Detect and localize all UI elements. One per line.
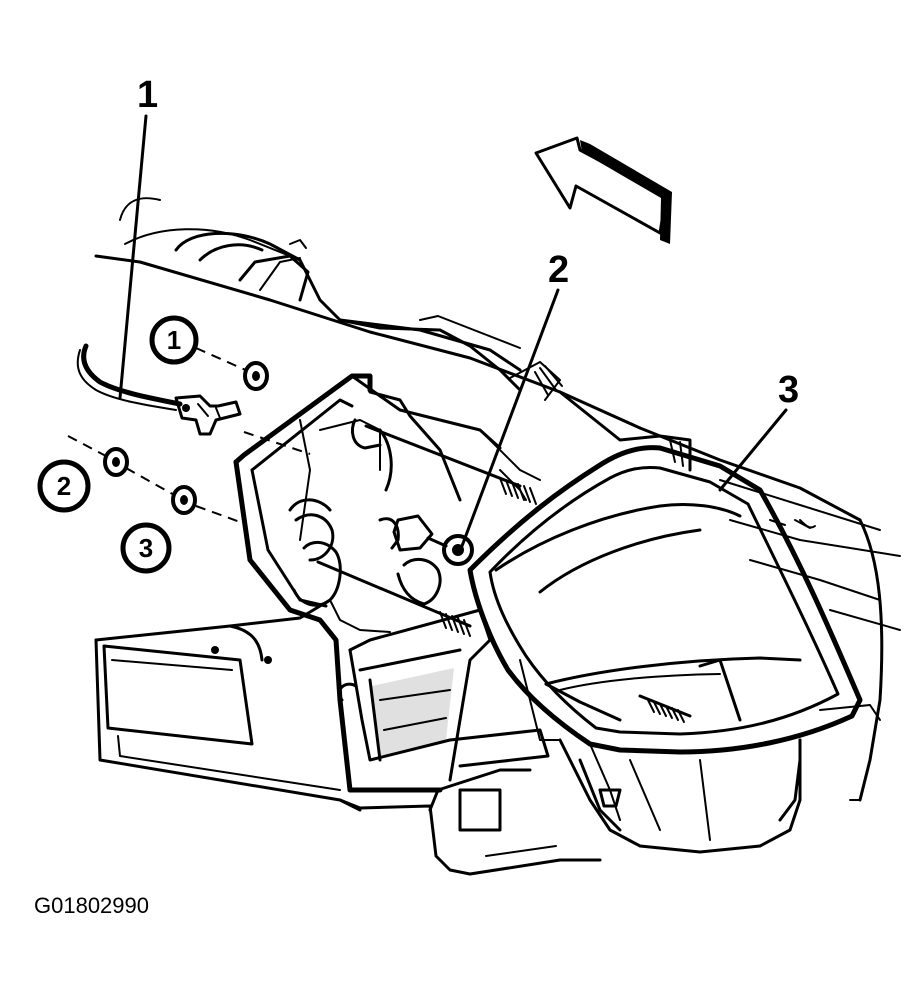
figure-id: G01802990 xyxy=(34,893,149,918)
tail-lamp-assembly xyxy=(467,445,863,854)
callout-leaders xyxy=(118,114,788,548)
assembly-leader-lines xyxy=(67,347,311,523)
vehicle-body xyxy=(94,197,901,876)
mounting-studs xyxy=(316,424,692,723)
callout-3: 3 xyxy=(778,369,799,411)
circled-label-1: 1 xyxy=(149,315,199,365)
circled-label-3: 3 xyxy=(120,522,172,574)
callout-1: 1 xyxy=(137,74,158,116)
circled-2: 2 xyxy=(57,471,71,501)
callout-2: 2 xyxy=(548,249,569,291)
circled-label-2: 2 xyxy=(37,459,91,513)
circled-1: 1 xyxy=(167,325,181,355)
forward-arrow-icon xyxy=(534,136,672,244)
grommets xyxy=(103,361,269,515)
circled-3: 3 xyxy=(139,533,153,563)
mounting-nut xyxy=(392,514,474,566)
wiring-harness-connector xyxy=(76,343,242,436)
